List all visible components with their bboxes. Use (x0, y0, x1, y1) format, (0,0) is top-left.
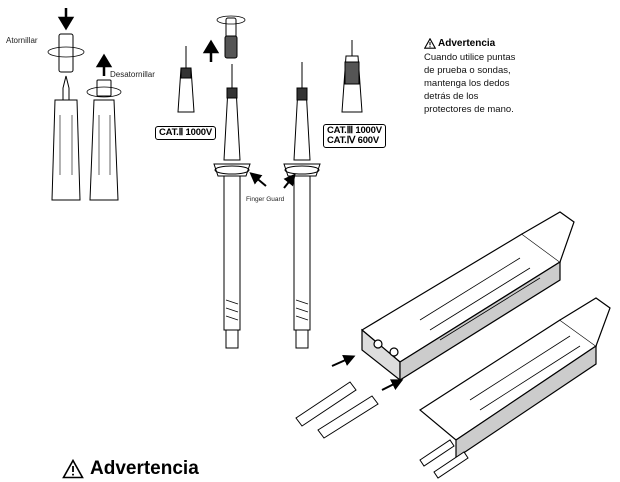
screw-on-tip-detail (47, 8, 122, 201)
bottom-warning-title: Advertencia (90, 458, 199, 479)
cat2-badge: CAT.Ⅱ 1000V (155, 126, 216, 140)
arrow-icon (381, 379, 404, 391)
cat34-badge: CAT.Ⅲ 1000V CAT.Ⅳ 600V (323, 124, 386, 148)
arrow-icon (249, 172, 267, 187)
cat3-rating: CAT.Ⅲ 1000V (327, 125, 382, 136)
side-warning-text: Cuando utilice puntas de prueba o sondas… (424, 51, 574, 116)
side-warning: Advertencia Cuando utilice puntas de pru… (424, 38, 574, 116)
side-warning-line: Cuando utilice puntas (424, 52, 516, 63)
side-warning-line: de prueba o sondas, (424, 65, 511, 76)
probe-cat34-detail (341, 40, 363, 113)
arrow-down-icon (57, 8, 75, 31)
probe-cat2-detail (177, 46, 195, 113)
side-warning-line: protectores de mano. (424, 104, 514, 115)
warning-triangle-icon (424, 38, 436, 49)
bottom-warning: Advertencia (62, 458, 199, 480)
warning-triangle-icon (62, 459, 84, 479)
side-warning-line: detrás de los (424, 91, 479, 102)
tester-device-back (418, 297, 611, 460)
arrow-icon (283, 173, 296, 189)
long-probe-2 (283, 62, 321, 349)
rotate-icon (86, 86, 122, 98)
screw-label: Atornillar (6, 36, 38, 45)
rotate-icon (47, 46, 85, 58)
cat4-rating: CAT.Ⅳ 600V (327, 135, 379, 146)
side-warning-title: Advertencia (438, 38, 496, 49)
rotate-icon (216, 15, 246, 25)
arrow-up-icon (202, 39, 220, 62)
arrow-up-icon (95, 53, 113, 76)
test-leads (295, 381, 469, 479)
cat2-rating: CAT.Ⅱ 1000V (159, 127, 212, 138)
finger-guard-label: Finger Guard (246, 196, 285, 203)
arrow-icon (331, 354, 356, 367)
side-warning-line: mantenga los dedos (424, 78, 510, 89)
side-warning-title-row: Advertencia (424, 38, 574, 49)
unscrew-label: Desatornillar (110, 70, 155, 79)
tester-device-front (360, 211, 575, 382)
long-probe-1 (202, 15, 251, 349)
